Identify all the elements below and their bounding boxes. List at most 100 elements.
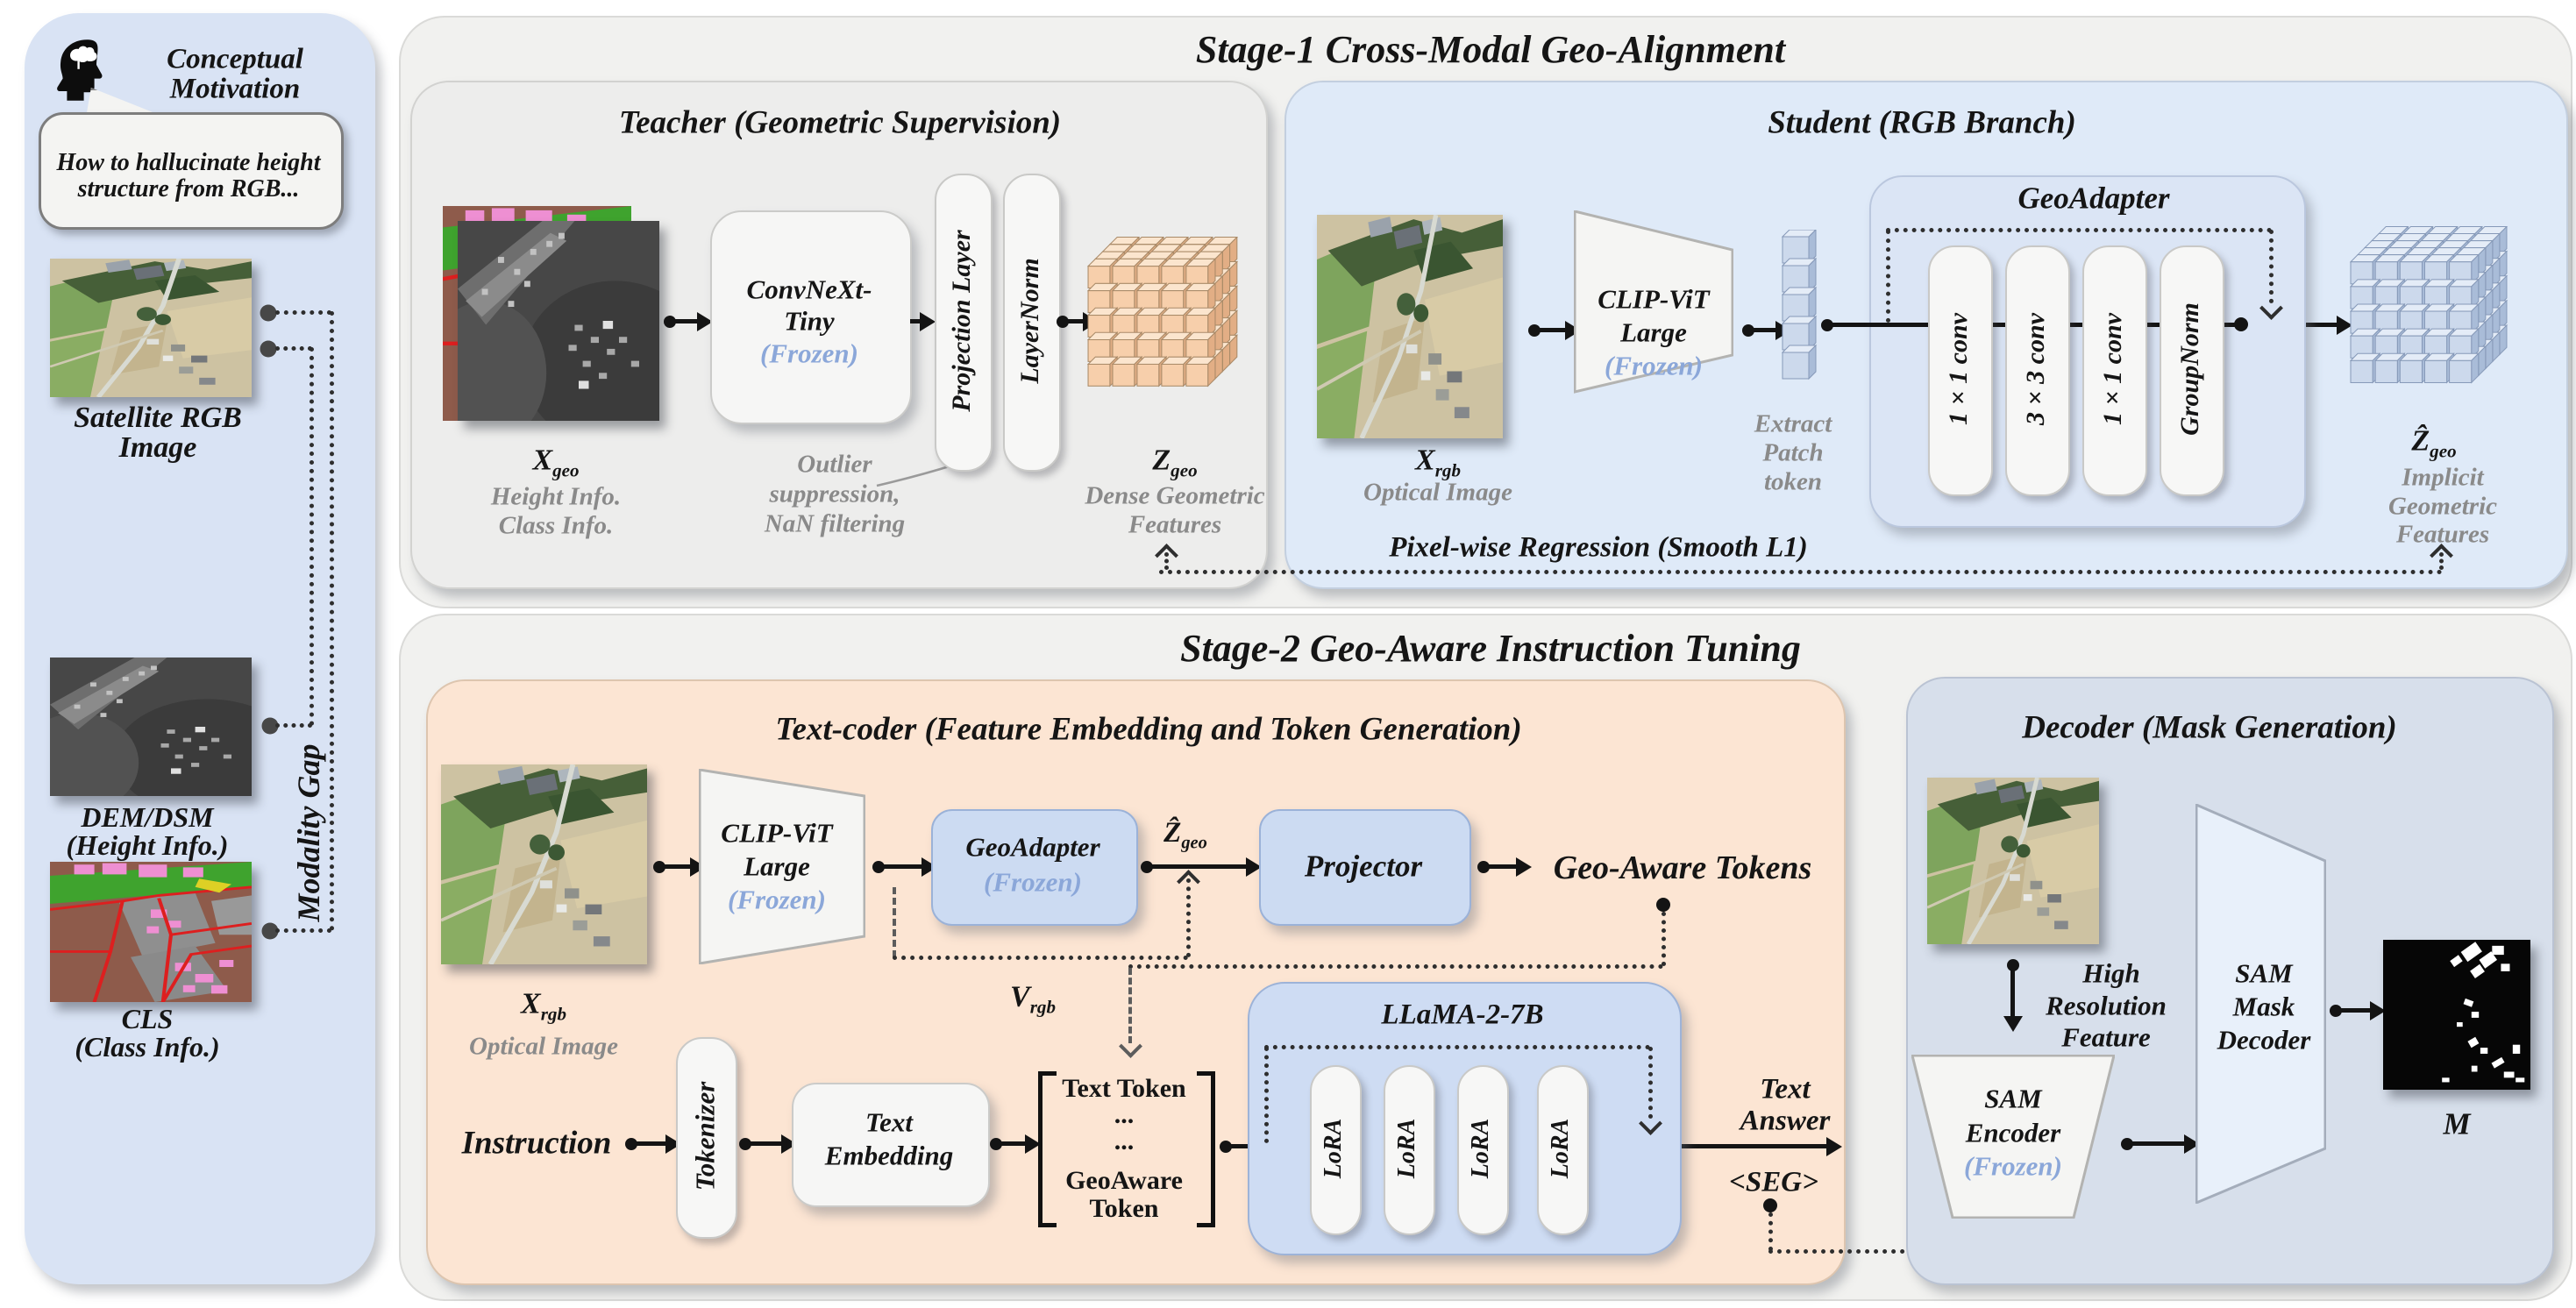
arrow-pills-to-zgeo [1057,319,1085,323]
patch-token-stack [1782,230,1818,380]
convnext-frozen-label: (Frozen) [760,338,858,369]
seg-token-label: <SEG> [1729,1166,1818,1198]
textcoder-title: Text-coder (Feature Embedding and Token … [775,711,1522,748]
conv2-pill [2005,245,2070,496]
projection-layer-label: Projection Layer [947,230,976,412]
text-embedding-line2: Embedding [824,1140,954,1171]
clip-line1-stage1: CLIP-ViT [1598,283,1710,315]
tokens-line-left [1128,964,1663,969]
zhat-caption-2: Geometric [2387,492,2498,521]
lora-label-3: LoRA [1467,1118,1494,1179]
gap-line [310,347,314,726]
adapter-output-junction [2234,317,2248,331]
gap-line [275,928,331,933]
projector-box [1259,809,1471,926]
hrf-line3: Feature [2061,1021,2151,1053]
seg-line-down [1768,1212,1773,1251]
layernorm-label: LayerNorm [1015,258,1044,384]
gap-line [330,311,334,931]
geoadapter-frozen-box [931,809,1138,926]
sam-encoder-frozen: (Frozen) [1964,1150,2062,1182]
sam-encoder-line1: SAM [1984,1083,2042,1114]
conv3-pill [2082,245,2147,496]
dem-label-2: (Height Info.) [66,829,229,861]
geoadapter-frozen-line2: (Frozen) [984,866,1082,898]
instruction-label: Instruction [461,1125,612,1162]
teacher-note-3: NaN filtering [764,509,906,538]
xgeo-caption-1: Height Info. [490,482,622,511]
token-caption-1: Extract [1754,409,1832,438]
loss-stub-left [1164,552,1169,570]
speech-bubble [39,112,344,230]
adapter-skip-line [1886,230,1890,323]
sam-decoder-line3: Decoder [2217,1024,2311,1056]
decoder-title: Decoder (Mask Generation) [2022,709,2397,746]
satellite-rgb-image [50,259,252,397]
hrf-line1: High [2082,957,2140,989]
lora-label-1: LoRA [1320,1118,1347,1179]
connector-dot-rgb-2 [260,340,277,358]
xrgb-label-stage1: Xrgb [1415,444,1461,481]
projector-label: Projector [1304,849,1423,884]
zhat-label-stage1: Ẑgeo [2411,424,2457,462]
zhat-label-stage2: Ẑgeo [1163,816,1207,853]
arrow-xgeo-to-convnext [665,319,700,323]
tokenizer-label: Tokenizer [689,1081,721,1191]
arrow-embedding-to-bracket [991,1141,1028,1146]
mask-label: M [2443,1106,2471,1141]
geo-tokens-junction [1656,898,1670,912]
xgeo-caption-2: Class Info. [498,511,614,540]
sam-encoder-line2: Encoder [1965,1117,2061,1148]
stage1-title: Stage-1 Cross-Modal Geo-Alignment [1195,28,1786,71]
arrow-encoder-to-decoder [2122,1141,2187,1146]
arrow-clip-to-adapter-s2 [873,864,924,869]
clip-line2-stage1: Large [1620,316,1687,348]
panel-title-line1: Conceptual [167,43,303,75]
xrgb-caption-stage1: Optical Image [1363,478,1512,507]
bracket-text-token: Text Token [1062,1074,1186,1103]
clip-frozen-stage2: (Frozen) [728,884,826,915]
xgeo-dem-image [458,221,659,421]
conv3-label: 1 × 1 conv [2098,313,2127,425]
clip-line1-stage2: CLIP-ViT [721,817,833,849]
convnext-line2: Tiny [784,305,835,337]
geoadapter-title-stage1: GeoAdapter [2017,181,2170,216]
gap-line [275,723,312,728]
lora-label-4: LoRA [1547,1118,1574,1179]
clip-vit-trapezoid-stage1 [1574,210,1733,394]
convnext-box [710,210,912,424]
adapter-skip-line [2269,230,2274,303]
adapter-skip-line [1886,228,2272,232]
bubble-text-line1: How to hallucinate height [56,149,321,176]
sam-mask-decoder-shape [2195,804,2326,1204]
sam-encoder-trapezoid [1911,1055,2115,1219]
token-caption-2: Patch [1762,438,1824,467]
lora-pill-4 [1537,1065,1589,1235]
predicted-mask-image [2383,940,2530,1090]
zhat-caption-3: Features [2395,520,2490,549]
vrgb-line-down [893,887,896,957]
connector-dot-rgb-1 [260,304,277,322]
text-answer-line1: Text [1760,1073,1811,1105]
sam-decoder-line2: Mask [2232,991,2295,1022]
teacher-note-1: Outlier [797,450,872,479]
lora-pill-1 [1310,1065,1362,1235]
token-bracket-right [1197,1071,1215,1227]
sat-label-1: Satellite RGB [74,402,242,434]
bracket-token: Token [1089,1194,1159,1223]
projection-layer-pill [935,174,993,472]
vrgb-line-up [1186,878,1191,957]
conv2-label: 3 × 3 conv [2021,313,2050,425]
lora-pill-3 [1457,1065,1509,1235]
lora-label-2: LoRA [1393,1118,1420,1179]
cls-label-2: (Class Info.) [75,1031,220,1063]
teacher-title: Teacher (Geometric Supervision) [618,104,1062,141]
llama-skip-right [1648,1047,1653,1119]
text-embedding-line1: Text [865,1106,913,1138]
dem-label-1: DEM/DSM [81,801,214,833]
student-title: Student (RGB Branch) [1768,104,2076,141]
arrow-projector-to-tokens [1478,864,1519,869]
arrow-convnext-to-pills [910,319,922,323]
cls-label-1: CLS [121,1003,174,1034]
xrgb-image-stage1 [1317,215,1503,438]
